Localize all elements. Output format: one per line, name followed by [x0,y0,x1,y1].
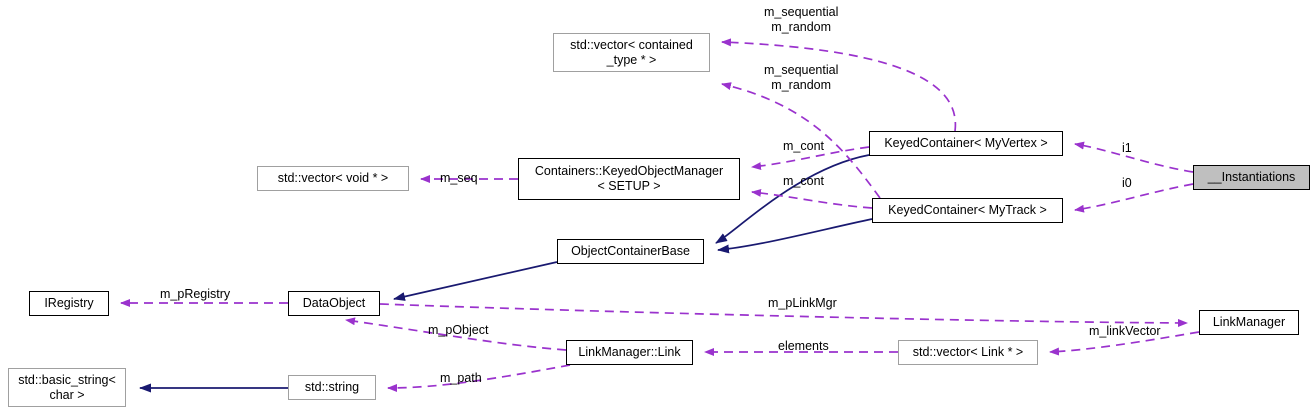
node-linkmanager-link[interactable]: LinkManager::Link [566,340,693,365]
edge-label-msequential-mrandom-vertex: m_sequential m_random [764,5,839,34]
node-dataobject[interactable]: DataObject [288,291,380,316]
node-instantiations[interactable]: __Instantiations [1193,165,1310,190]
node-containers-keyedobjectmanager[interactable]: Containers::KeyedObjectManager < SETUP > [518,158,740,200]
edge-label-mcont-track: m_cont [783,174,824,188]
edge-label-mcont-vertex: m_cont [783,139,824,153]
node-keyedcontainer-mytrack[interactable]: KeyedContainer< MyTrack > [872,198,1063,223]
edge-label-elements: elements [778,339,829,353]
edge-label-mseq: m_seq [440,171,478,185]
edge-label-mlinkvector: m_linkVector [1089,324,1161,338]
edge-label-mplinkmgr: m_pLinkMgr [768,296,837,310]
node-std-string[interactable]: std::string [288,375,376,400]
edge-label-mpregistry: m_pRegistry [160,287,231,301]
edge-usage-mcont-track [751,188,873,209]
node-std-vector-link-ptr[interactable]: std::vector< Link * > [898,340,1038,365]
node-keyedcontainer-myvertex[interactable]: KeyedContainer< MyVertex > [869,131,1063,156]
node-std-vector-void-ptr[interactable]: std::vector< void * > [257,166,409,191]
edge-inheritance-objectcontainerbase-dataobject [393,261,558,301]
node-std-basic-string[interactable]: std::basic_string< char > [8,368,126,407]
edge-label-mpobject: m_pObject [428,323,489,337]
node-linkmanager[interactable]: LinkManager [1199,310,1299,335]
edge-usage-i0 [1074,183,1194,213]
edge-label-i0: i0 [1122,176,1132,190]
edge-label-msequential-mrandom-track: m_sequential m_random [764,63,839,92]
edge-inheritance-keyedcontainer-mytrack [717,218,873,254]
edge-usage-msequential-mrandom-vertex [721,38,957,132]
edge-label-mpath: m_path [440,371,482,385]
node-objectcontainerbase[interactable]: ObjectContainerBase [557,239,704,264]
node-std-vector-contained-type[interactable]: std::vector< contained _type * > [553,33,710,72]
edge-label-i1: i1 [1122,141,1132,155]
node-iregistry[interactable]: IRegistry [29,291,109,316]
edge-usage-i1 [1074,141,1194,173]
